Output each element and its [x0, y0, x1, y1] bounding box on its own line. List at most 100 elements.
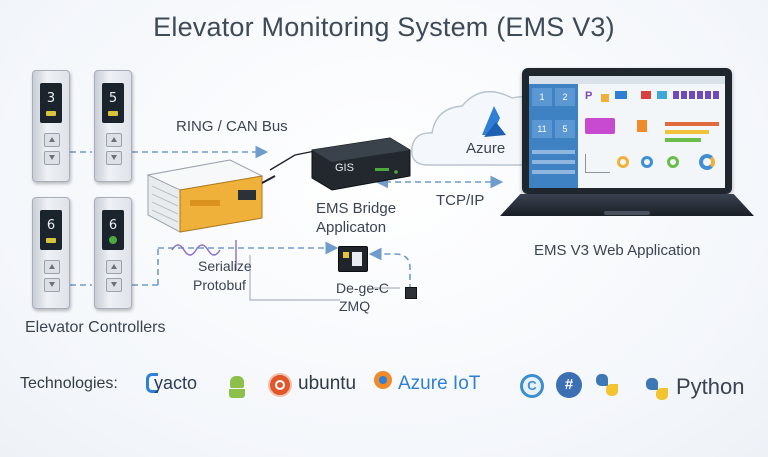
direction-indicator [46, 238, 56, 243]
donut-chart [617, 156, 629, 168]
csharp-icon: # [556, 372, 582, 398]
protobuf-line [249, 255, 340, 301]
dashboard-tile: 5 [555, 120, 575, 138]
up-button [106, 133, 122, 147]
floor-display: 6 [40, 210, 62, 250]
floor-number: 3 [46, 91, 56, 106]
status-indicator [109, 236, 117, 244]
dashboard-tile: 2 [555, 88, 575, 106]
floor-number: 6 [46, 218, 56, 233]
serialize-label-line2: Protobuf [193, 277, 246, 293]
mini-chart [585, 154, 610, 173]
python-logo-icon [646, 378, 658, 390]
deserialize-label-line2: ZMQ [339, 298, 371, 314]
progress-bar [665, 130, 709, 134]
gateway-label: GIS [335, 162, 354, 174]
cpp-icon: C [520, 374, 544, 398]
dashboard-widget [637, 120, 647, 132]
dashboard-widget [673, 91, 719, 99]
ubuntu-icon [268, 373, 292, 397]
down-button [106, 278, 122, 292]
serialize-label-line1: Serialize [198, 258, 252, 274]
python-logo-icon-lower [656, 388, 668, 400]
azure-iot-label: Azure IoT [398, 373, 481, 394]
down-button [44, 151, 60, 165]
elevator-panel: 6 [94, 197, 132, 309]
yocto-icon [146, 373, 158, 393]
serialize-wave [171, 244, 221, 256]
zmq-module [338, 246, 368, 272]
chevron-down-icon [111, 282, 117, 287]
down-button [44, 278, 60, 292]
dashboard: 1 2 11 5 P [529, 76, 725, 188]
azure-label: Azure [466, 140, 506, 157]
page-title: Elevator Monitoring System (EMS V3) [153, 12, 615, 42]
azure-iot-icon [374, 371, 392, 389]
dashboard-widget [585, 118, 615, 134]
dashboard-widget [615, 91, 627, 99]
chevron-up-icon [49, 264, 55, 269]
deserialize-label-line1: De-ge-C [336, 280, 389, 296]
controllers-label: Elevator Controllers [25, 319, 166, 336]
module-led [343, 252, 349, 258]
elevator-panel: 6 [32, 197, 70, 309]
ubuntu-label: ubuntu [298, 373, 357, 394]
direction-indicator [46, 111, 56, 116]
dashboard-widget [641, 91, 651, 99]
floor-number: 5 [108, 91, 118, 106]
dashboard-topbar [529, 76, 725, 84]
donut-chart [699, 154, 715, 170]
donut-chart [641, 156, 653, 168]
progress-bar [665, 138, 701, 142]
sidebar-line [532, 150, 575, 154]
dashboard-logo: P [585, 90, 593, 102]
bus-lower-arrow [70, 241, 339, 286]
chevron-down-icon [49, 155, 55, 160]
android-icon [230, 376, 244, 388]
azure-iot-core [379, 376, 387, 384]
chevron-down-icon [111, 155, 117, 160]
up-button [106, 260, 122, 274]
chevron-up-icon [111, 264, 117, 269]
bus-label: RING / CAN Bus [176, 118, 288, 135]
chevron-up-icon [49, 137, 55, 142]
down-button [106, 151, 122, 165]
python-label: Python [676, 374, 745, 399]
technologies-label: Technologies: [20, 375, 118, 392]
floor-display: 5 [102, 83, 124, 123]
dashboard-tile: 1 [532, 88, 552, 106]
chevron-down-icon [49, 282, 55, 287]
yocto-label: yacto [154, 373, 198, 393]
sidebar-line [532, 170, 575, 174]
laptop-screen: 1 2 11 5 P [522, 68, 732, 194]
tcp-label: TCP/IP [436, 192, 485, 209]
floor-number: 6 [108, 218, 118, 233]
sidebar-line [532, 160, 575, 164]
elevator-panel: 3 [32, 70, 70, 182]
web-app-label: EMS V3 Web Application [534, 242, 701, 259]
bridge-label-line2: Applicaton [316, 219, 387, 236]
progress-bar [665, 122, 719, 126]
chevron-up-icon [111, 137, 117, 142]
python-icon-lower [606, 384, 618, 396]
dashboard-tile: 11 [532, 120, 552, 138]
dashboard-widget [601, 94, 609, 102]
direction-indicator [108, 111, 118, 116]
laptop-keyboard-base [500, 194, 754, 216]
up-button [44, 260, 60, 274]
elevator-panel: 5 [94, 70, 132, 182]
ubuntu-ring [275, 380, 285, 390]
floor-display: 3 [40, 83, 62, 123]
dashboard-widget [657, 91, 667, 99]
azure-icon [482, 106, 500, 135]
module-port [352, 252, 362, 266]
donut-chart [667, 156, 679, 168]
python-icon [596, 374, 608, 386]
bridge-label-line1: EMS Bridge [316, 200, 397, 217]
zmq-connector [405, 287, 417, 299]
floor-display: 6 [102, 210, 124, 250]
laptop-trackpad [604, 211, 650, 215]
android-body [229, 389, 245, 398]
